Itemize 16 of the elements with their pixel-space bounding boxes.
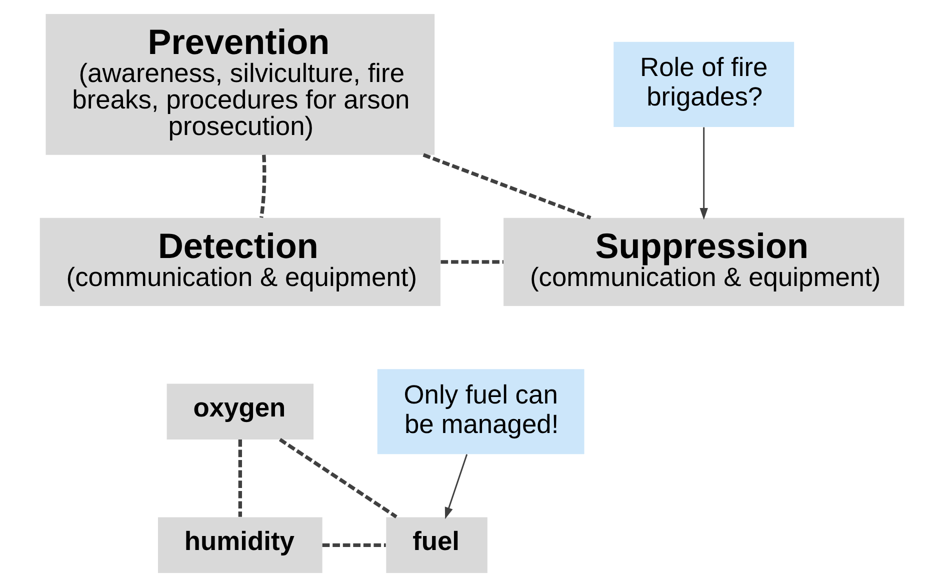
node-box: Role of fire brigades? xyxy=(614,42,794,127)
node-box: Prevention (awareness, silviculture, fire breaks, procedures for arson prosecution) xyxy=(46,14,435,155)
connector xyxy=(260,154,266,218)
arrow xyxy=(700,127,708,220)
connector xyxy=(238,440,242,517)
node-box: humidity xyxy=(158,517,322,574)
connector xyxy=(422,153,592,220)
node-box: Detection (communication & equipment) xyxy=(40,218,440,306)
arrow xyxy=(444,454,468,520)
node-box: Suppression (communication & equipment) xyxy=(504,218,904,306)
connector xyxy=(322,543,386,547)
connector xyxy=(440,260,504,264)
connector xyxy=(278,438,398,518)
node-box: fuel xyxy=(386,517,488,574)
node-box: oxygen xyxy=(166,384,314,440)
node-box: Only fuel can be managed! xyxy=(377,369,584,454)
